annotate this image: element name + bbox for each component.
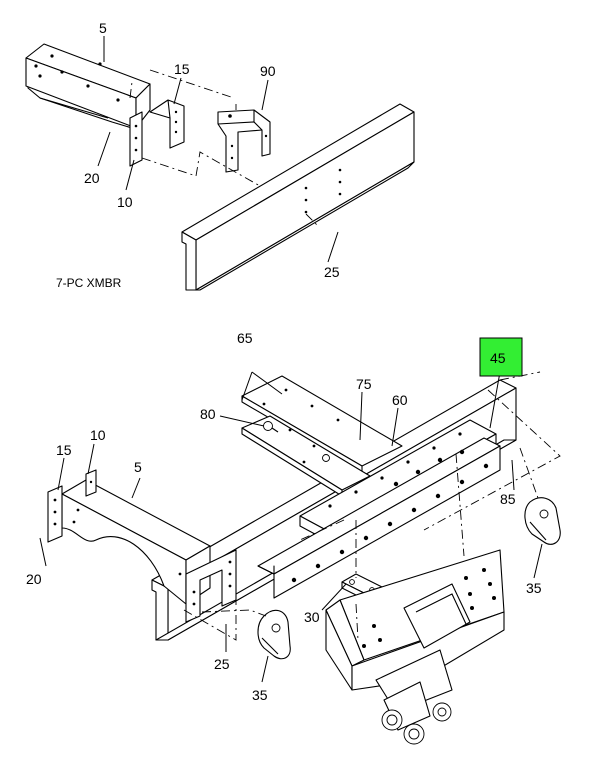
part-35-bottom xyxy=(257,609,291,660)
part-25-top xyxy=(181,103,415,291)
part-45 xyxy=(257,437,501,599)
callout-35-right: 35 xyxy=(526,580,542,596)
callout-20-bottom: 20 xyxy=(26,571,42,587)
callout-15-bottom: 15 xyxy=(56,442,72,458)
callout-25-bottom: 25 xyxy=(214,656,230,672)
callout-5-top: 5 xyxy=(99,20,107,36)
callout-15-top: 15 xyxy=(174,61,190,77)
assembly-caption: 7-PC XMBR xyxy=(56,276,122,290)
callout-10-bottom: 10 xyxy=(90,427,106,443)
part-65 xyxy=(241,375,403,497)
part-35-right xyxy=(524,497,561,545)
callout-60: 60 xyxy=(392,392,408,408)
part-5-top xyxy=(25,43,151,129)
part-15-bottom xyxy=(47,485,63,543)
callout-25-top: 25 xyxy=(324,264,340,280)
part-10-bottom xyxy=(72,469,97,524)
callout-45: 45 xyxy=(490,350,506,366)
callout-10-top: 10 xyxy=(117,194,133,210)
part-15-top xyxy=(149,99,185,149)
callout-85: 85 xyxy=(500,491,516,507)
callout-65: 65 xyxy=(237,330,253,346)
callout-75: 75 xyxy=(356,376,372,392)
bottom-assembly: 65 75 80 60 45 10 15 5 85 20 35 30 25 35 xyxy=(26,330,561,745)
part-10-top xyxy=(129,111,143,167)
part-80 xyxy=(263,421,330,462)
top-assembly: 5 15 90 20 10 25 7-PC XMBR xyxy=(25,20,415,291)
part-90 xyxy=(217,109,271,173)
callout-80: 80 xyxy=(200,406,216,422)
rail-gusset xyxy=(178,549,237,623)
callout-90: 90 xyxy=(260,63,276,79)
callout-30: 30 xyxy=(304,609,320,625)
callout-45-highlight xyxy=(479,337,523,377)
tow-hitch-assembly xyxy=(325,549,505,745)
callout-5-bottom: 5 xyxy=(134,459,142,475)
callout-35-bottom: 35 xyxy=(252,687,268,703)
callout-20-top: 20 xyxy=(84,170,100,186)
